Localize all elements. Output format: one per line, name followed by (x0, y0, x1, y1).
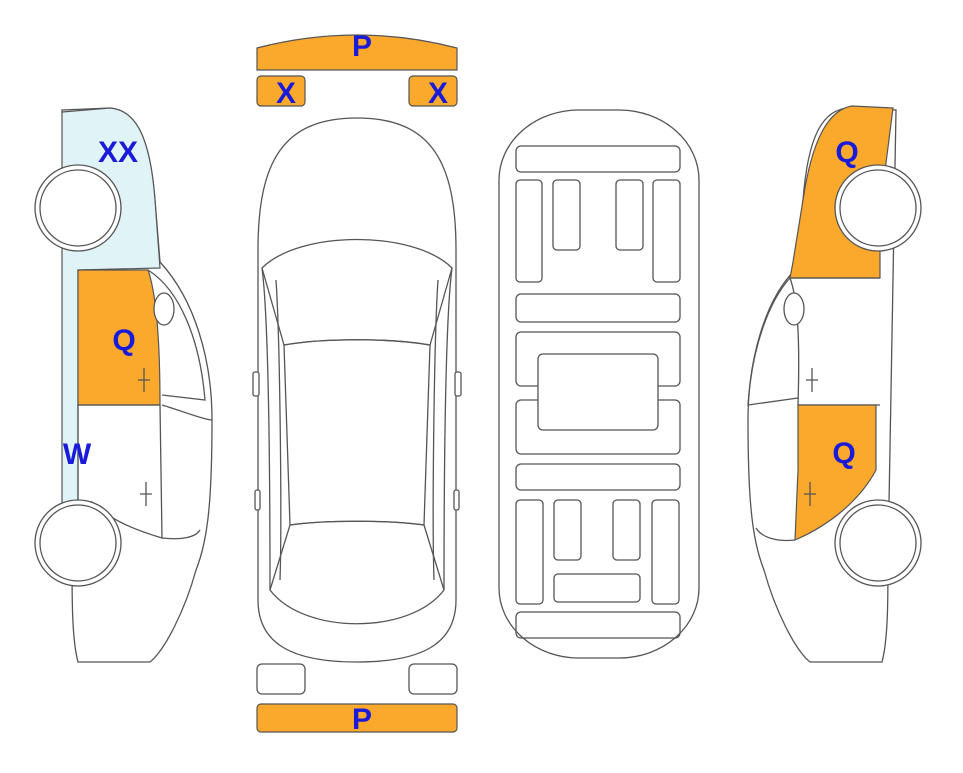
front-bumper-label: P (352, 30, 372, 63)
underbody-rail-4 (652, 179, 681, 283)
top-view-right-side-line (443, 267, 453, 591)
right-front-wheel[interactable] (834, 164, 922, 252)
front-bumper-group: P X X (256, 30, 458, 110)
left-b-line (161, 404, 213, 421)
right-front-wheel-rim (839, 169, 917, 247)
underbody-view (498, 109, 700, 659)
left-trunk-line (161, 529, 201, 540)
right-rear-wheel[interactable] (834, 499, 922, 587)
left-front-handle[interactable] (138, 368, 150, 392)
underbody-rail-2 (552, 179, 581, 251)
right-trunk-line (755, 527, 796, 542)
handle-rear-right (453, 489, 460, 511)
left-windshield-label: XX (98, 136, 138, 169)
right-rear-door-panel[interactable] (794, 404, 877, 541)
top-view-left-side-line (261, 267, 271, 591)
right-rear-wheel-rim (839, 504, 917, 582)
top-view-left-inner-line (275, 279, 282, 581)
top-view (252, 117, 462, 663)
right-mirror[interactable] (783, 292, 805, 326)
underbody-rear-box (553, 573, 641, 603)
right-window-line (747, 277, 799, 406)
underbody-rail-6 (553, 499, 582, 561)
front-bumper-panel[interactable] (256, 34, 458, 71)
top-view-rear-window[interactable] (269, 520, 445, 625)
mirror-right[interactable] (454, 371, 462, 397)
rear-bumper-label: P (352, 703, 372, 736)
top-view-body[interactable] (257, 117, 457, 663)
right-rear-handle[interactable] (804, 482, 816, 506)
left-front-door-label: Q (112, 324, 135, 357)
rear-bumper-group: P (256, 663, 458, 736)
underbody-rail-3 (615, 179, 644, 251)
underbody-crossmember-2 (515, 463, 681, 491)
underbody-rail-5 (515, 499, 544, 605)
mirror-left[interactable] (252, 371, 260, 397)
top-view-right-inner-line (432, 279, 439, 581)
left-front-wheel[interactable] (34, 164, 122, 252)
taillight-left[interactable] (256, 663, 306, 695)
underbody-crossmember-1 (515, 293, 681, 323)
underbody-center-pan (537, 353, 659, 431)
underbody-rail-1 (515, 179, 543, 283)
headlight-right-label: X (428, 77, 448, 110)
handle-rear-left (254, 489, 261, 511)
left-rear-handle[interactable] (140, 482, 152, 506)
rear-bumper-panel[interactable] (256, 703, 458, 733)
right-side-view: Q Q (747, 105, 922, 663)
right-front-door-outline[interactable] (789, 277, 880, 406)
left-mirror[interactable] (153, 292, 175, 326)
taillight-right[interactable] (408, 663, 458, 695)
right-front-handle[interactable] (806, 368, 818, 392)
right-fender-label: Q (835, 136, 858, 169)
underbody-front-panel (515, 145, 681, 173)
left-front-wheel-rim (39, 169, 117, 247)
left-rear-wheel-rim (39, 504, 117, 582)
left-side-view: XX Q W (34, 107, 213, 663)
left-window-line (147, 269, 206, 401)
right-rear-door-label: Q (832, 437, 855, 470)
headlight-left-panel[interactable] (256, 75, 306, 107)
underbody-rear-panel (515, 611, 681, 639)
left-rear-wheel[interactable] (34, 499, 122, 587)
underbody-rail-8 (651, 499, 680, 605)
headlight-left-label: X (276, 77, 296, 110)
left-sill-label: W (63, 438, 92, 471)
headlight-right-panel[interactable] (408, 75, 458, 107)
underbody-rail-7 (612, 499, 641, 561)
